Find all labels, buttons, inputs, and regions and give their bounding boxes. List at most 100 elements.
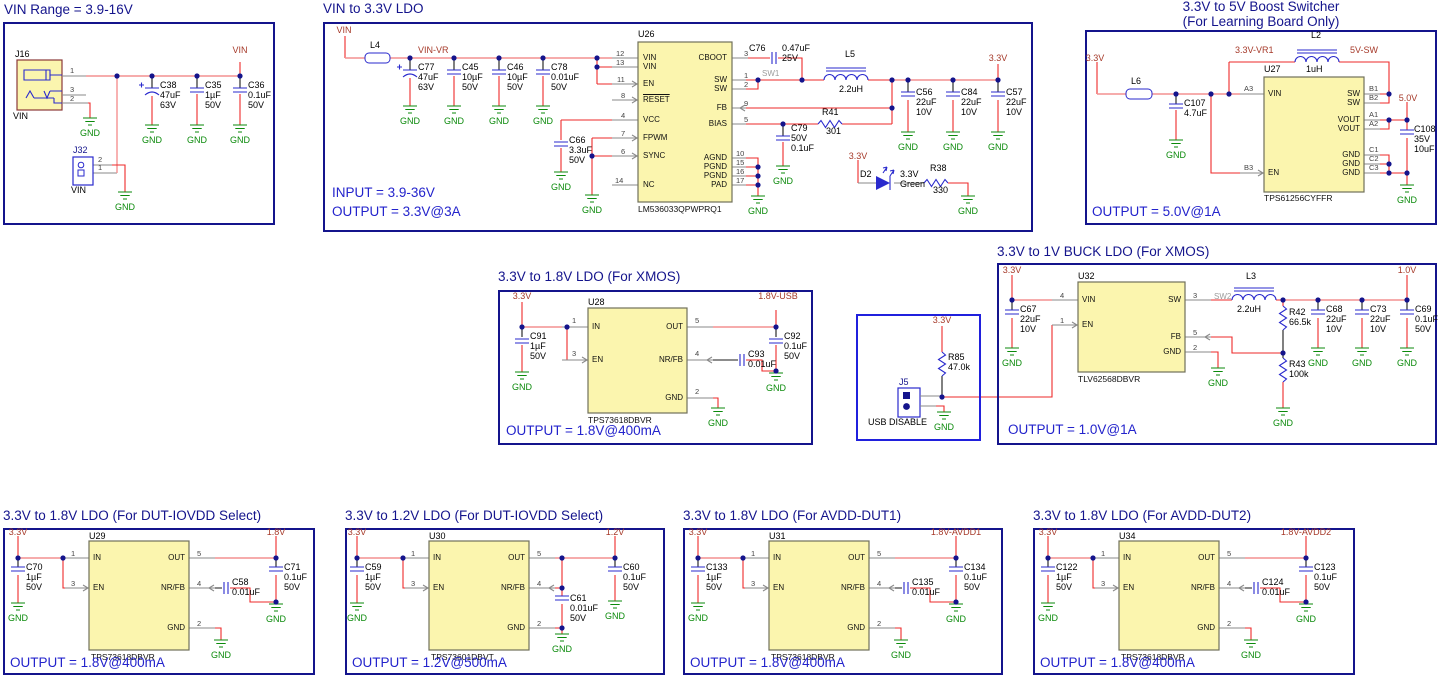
text-label: 22uF xyxy=(1370,314,1391,324)
pin-number: 4 xyxy=(197,579,202,588)
text-label: 50V xyxy=(26,582,43,592)
text-label: L4 xyxy=(370,40,381,50)
pin-number: 1 xyxy=(71,549,76,558)
net-1v8-avdd2: 1.8V-AVDD2 xyxy=(1280,527,1332,537)
gnd-label: GND xyxy=(958,206,978,216)
chip-U28[interactable] xyxy=(587,307,688,414)
text-label: 50V xyxy=(530,351,547,361)
text-label: C67 xyxy=(1020,304,1037,314)
pin-number: 4 xyxy=(1227,579,1232,588)
pin-name: SW xyxy=(714,75,727,84)
net-label: 3.3V xyxy=(8,527,28,537)
text-label: C60 xyxy=(623,562,640,572)
pin-name: NR/FB xyxy=(1191,583,1215,592)
pin-number: 4 xyxy=(537,579,542,588)
text-label: 50V xyxy=(1056,582,1073,592)
block-usb-disable xyxy=(897,325,1053,420)
text-label: C133 xyxy=(706,562,728,572)
pin-number: 3 xyxy=(1193,291,1198,300)
inductor-L4[interactable] xyxy=(364,52,391,64)
designator-D2: D2 xyxy=(860,169,872,179)
pin-number: 3 xyxy=(1101,579,1106,588)
pin-number: 5 xyxy=(537,549,542,558)
text-label: C36 xyxy=(248,80,265,90)
pin-name: OUT xyxy=(1198,553,1215,562)
pin-name: GND xyxy=(1342,159,1360,168)
designator-U27: U27 xyxy=(1264,64,1281,74)
part-U29: TPS73618DBVR xyxy=(91,652,155,662)
gnd-label: GND xyxy=(533,116,553,126)
text-label: R43 xyxy=(1289,359,1306,369)
ldo-1v2-iovdd-box xyxy=(345,528,665,675)
pin-name: VOUT xyxy=(1337,124,1360,133)
net-label: 3.3V xyxy=(347,527,367,537)
block-boost-switcher xyxy=(1096,49,1415,193)
pin-number: 2 xyxy=(98,155,103,164)
gnd-label: GND xyxy=(444,116,464,126)
chip-U29[interactable] xyxy=(88,540,190,651)
chip-U27[interactable] xyxy=(1263,76,1365,193)
gnd-label: GND xyxy=(80,128,100,138)
text-label: C122 xyxy=(1056,562,1078,572)
part-U27: TPS61256CYFFR xyxy=(1264,193,1333,203)
chip-U26[interactable] xyxy=(637,41,733,203)
text-label: 22uF xyxy=(1006,97,1027,107)
text-label: 50V xyxy=(462,82,479,92)
net-vin: VIN xyxy=(232,45,248,55)
pin-number: C3 xyxy=(1369,163,1379,172)
designator-U32: U32 xyxy=(1078,271,1095,281)
pin-number: 15 xyxy=(736,158,745,167)
pin-number: 2 xyxy=(1193,343,1198,352)
designator-J16: J16 xyxy=(15,49,30,59)
designator-U26: U26 xyxy=(638,29,655,39)
text-label: 0.1uF xyxy=(248,90,272,100)
led-D2[interactable] xyxy=(876,166,895,190)
block-ldo-1v2-iovdd xyxy=(349,536,623,651)
gnd-label: GND xyxy=(891,650,911,660)
text-label: 50V xyxy=(623,582,640,592)
net-label: 3.3V xyxy=(1038,527,1058,537)
note-output-5v: OUTPUT = 5.0V@1A xyxy=(1092,204,1221,219)
pin-number: A3 xyxy=(1244,84,1254,93)
net-1v8: 1.8V xyxy=(266,527,286,537)
text-label: C93 xyxy=(748,349,765,359)
part-U34: TPS73618DBVR xyxy=(1121,652,1185,662)
pin-number: 3 xyxy=(751,579,756,588)
pin-number: C1 xyxy=(1369,145,1379,154)
note-output-1v8-avdd2: OUTPUT = 1.8V@400mA xyxy=(1040,655,1195,670)
pin-number: 4 xyxy=(877,579,882,588)
chip-U34[interactable] xyxy=(1118,540,1220,651)
pin-name: OUT xyxy=(666,322,683,331)
net-label: 3.3V xyxy=(848,151,868,161)
text-label: 47uF xyxy=(160,90,181,100)
text-label: C77 xyxy=(418,62,435,72)
pin-name: SW xyxy=(1347,89,1360,98)
part-U28: TPS73618DBVR xyxy=(588,415,652,425)
chip-U31[interactable] xyxy=(768,540,870,651)
pin-name: SW xyxy=(714,84,727,93)
pin-number: 5 xyxy=(695,316,700,325)
note-input-range: INPUT = 3.9-36V xyxy=(332,185,435,200)
net-vin-vr: VIN-VR xyxy=(418,45,449,55)
text-label: 22uF xyxy=(916,97,937,107)
chip-U32[interactable] xyxy=(1077,281,1186,373)
block-ldo-1v8-avdd1 xyxy=(690,536,964,651)
pin-number: B2 xyxy=(1369,93,1379,102)
gnd-label: GND xyxy=(1208,378,1228,388)
text-label: L2 xyxy=(1311,30,1322,40)
text-label: 47.0k xyxy=(948,362,971,372)
connector-J16[interactable] xyxy=(16,59,63,111)
pin-number: C2 xyxy=(1369,154,1379,163)
gnd-label: GND xyxy=(230,135,250,145)
inductor-L6[interactable] xyxy=(1125,88,1153,100)
text-label: C66 xyxy=(569,135,586,145)
chip-U30[interactable] xyxy=(428,540,530,651)
text-label: 10V xyxy=(1020,324,1037,334)
gnd-label: GND xyxy=(400,116,420,126)
pin-number: 2 xyxy=(537,619,542,628)
pin-name: OUT xyxy=(168,553,185,562)
designator-U30: U30 xyxy=(429,531,446,541)
text-label: C68 xyxy=(1326,304,1343,314)
text-label: 100k xyxy=(1289,369,1309,379)
pin-number: 9 xyxy=(744,99,749,108)
